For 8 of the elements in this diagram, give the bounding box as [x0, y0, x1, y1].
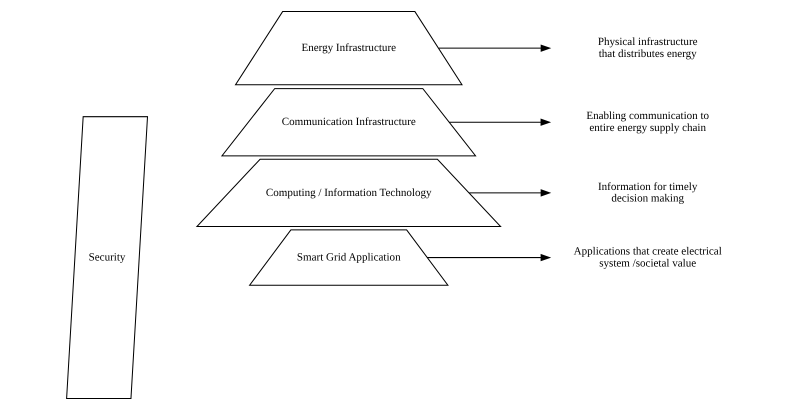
arrow — [448, 118, 551, 126]
arrow — [426, 254, 551, 262]
node-text: Enabling communication to entire energy supply chain — [586, 110, 709, 134]
node-text: Physical infrastructure that distributes energy — [597, 36, 698, 60]
node-text: Applications that create electrical system /societal value — [573, 246, 722, 270]
arrow — [468, 189, 551, 197]
node-text: Information for timely decision making — [597, 180, 697, 205]
arrow — [438, 44, 551, 52]
